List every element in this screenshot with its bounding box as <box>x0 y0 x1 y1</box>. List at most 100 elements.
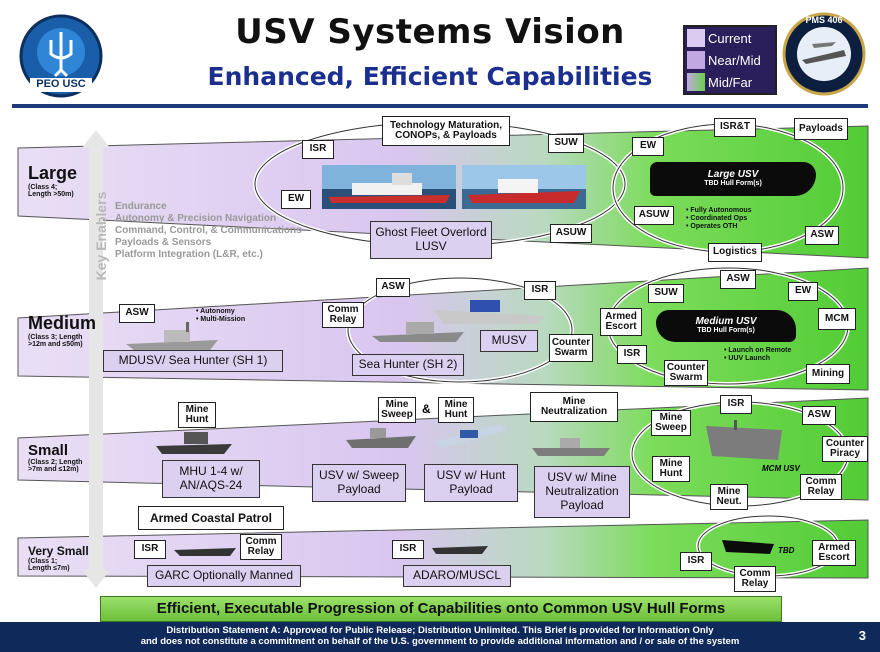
small-mine-neutralization-label: Mine Neutralization <box>530 392 618 422</box>
small-mine-sweep2-label: Mine Sweep <box>651 410 691 436</box>
medium-usv-silhouette: Medium USV TBD Hull Form(s) <box>656 310 796 342</box>
medium-mcm-label: MCM <box>818 308 856 330</box>
large-isr-label: ISR <box>302 140 334 159</box>
small-comm-relay-label: Comm Relay <box>800 474 842 500</box>
mcm-usv-photo <box>704 420 784 472</box>
garc-label: GARC Optionally Manned <box>147 565 301 587</box>
small-mine-hunt2-label: Mine Hunt <box>438 397 474 423</box>
hunt-usv-photo <box>430 418 510 448</box>
musv-label: MUSV <box>480 330 538 352</box>
neutralization-usv-photo <box>530 430 616 458</box>
neutralization-payload-label: USV w/ Mine Neutralization Payload <box>534 466 630 518</box>
axis-label-key-enablers: Key Enablers <box>93 191 109 281</box>
enabler-item: Command, Control, & Communications <box>115 225 302 236</box>
sweep-payload-label: USV w/ Sweep Payload <box>312 464 406 502</box>
peo-usc-logo-text: PEO USC <box>36 78 86 90</box>
small-and-symbol: & <box>422 402 431 416</box>
sea-hunter-sh2-photo <box>370 316 466 344</box>
ghost-fleet-ship-photo-2 <box>462 165 586 209</box>
vsmall-isr-label: ISR <box>134 540 166 559</box>
small-mine-sweep-label: Mine Sweep <box>378 397 416 423</box>
garc-photo <box>172 538 238 558</box>
medium-asw-label: ASW <box>119 304 155 323</box>
vsmall-comm-relay-label: Comm Relay <box>240 534 282 560</box>
large-ew2-label: EW <box>632 137 664 156</box>
medium-asw2-label: ASW <box>376 278 410 297</box>
small-mine-hunt3-label: Mine Hunt <box>652 456 690 482</box>
vsmall-isr2-label: ISR <box>392 540 424 559</box>
legend-item-nearmid: Near/Mid <box>685 49 775 71</box>
class-label-medium: Medium (Class 3; Length >12m and ≤50m) <box>28 313 97 348</box>
progression-banner: Efficient, Executable Progression of Cap… <box>100 596 782 622</box>
footer-line-1: Distribution Statement A: Approved for P… <box>166 625 714 636</box>
medium-usv-bullets: • Launch on Remote• UUV Launch <box>724 347 792 362</box>
class-label-large: Large (Class 4; Length >50m) <box>28 163 78 198</box>
mhu-photo <box>154 426 234 456</box>
mcm-usv-caption: MCM USV <box>762 464 800 473</box>
enablers-list: Endurance Autonomy & Precision Navigatio… <box>115 201 302 261</box>
large-tech-label: Technology Maturation, CONOPs, & Payload… <box>382 116 510 146</box>
large-ew-label: EW <box>281 190 311 209</box>
large-asuw-label: ASUW <box>550 224 592 243</box>
pms-406-logo: PMS 406 <box>782 12 866 96</box>
pms-406-logo-text: PMS 406 <box>805 15 843 25</box>
medium-ew-label: EW <box>788 282 818 301</box>
footer-line-2: and does not constitute a commitment on … <box>140 636 740 647</box>
medium-counter-swarm-label: Counter Swarm <box>549 334 593 362</box>
vsmall-comm-relay2-label: Comm Relay <box>734 566 776 592</box>
legend-item-midfar: Mid/Far <box>685 71 775 93</box>
medium-suw-label: SUW <box>648 284 684 303</box>
page-number: 3 <box>858 628 866 643</box>
slide-header: PEO USC USV Systems Vision Enhanced, Eff… <box>0 0 880 108</box>
vsmall-isr3-label: ISR <box>680 552 712 571</box>
large-payloads-label: Payloads <box>794 118 848 140</box>
legend: Current Near/Mid Mid/Far <box>683 25 777 95</box>
large-usv-bullets: • Fully Autonomous• Coordinated Ops• Ope… <box>686 207 752 230</box>
legend-item-current: Current <box>685 27 775 49</box>
hunt-payload-label: USV w/ Hunt Payload <box>424 464 518 502</box>
medium-counter-swarm2-label: Counter Swarm <box>664 360 708 386</box>
mdusv-label: MDUSV/ Sea Hunter (SH 1) <box>103 350 283 372</box>
page-subtitle: Enhanced, Efficient Capabilities <box>207 62 653 91</box>
large-suw-label: SUW <box>548 134 584 153</box>
small-asw-label: ASW <box>802 406 836 425</box>
small-counter-piracy-label: Counter Piracy <box>822 436 868 462</box>
sea-hunter-sh2-label: Sea Hunter (SH 2) <box>352 354 464 376</box>
sea-hunter-sh1-photo <box>124 322 220 352</box>
musv-photo <box>430 296 550 326</box>
ghost-fleet-label: Ghost Fleet Overlord LUSV <box>370 221 492 259</box>
medium-armed-escort-label: Armed Escort <box>600 308 642 336</box>
peo-usc-logo: PEO USC <box>14 14 108 98</box>
medium-asw3-label: ASW <box>720 270 756 289</box>
class-label-very-small: Very Small (Class 1; Length ≤7m) <box>28 544 89 572</box>
distribution-footer: Distribution Statement A: Approved for P… <box>0 622 880 652</box>
medium-autonomy-bullets: • Autonomy• Multi-Mission <box>196 308 246 323</box>
enabler-item: Autonomy & Precision Navigation <box>115 213 277 224</box>
mhu-label: MHU 1-4 w/ AN/AQS-24 <box>162 460 260 498</box>
enabler-item: Endurance <box>115 201 167 212</box>
sweep-usv-photo <box>344 424 418 450</box>
small-isr-label: ISR <box>720 395 752 414</box>
adaro-label: ADARO/MUSCL <box>403 565 511 587</box>
large-isrt-label: ISR&T <box>714 118 756 137</box>
adaro-photo <box>430 540 490 556</box>
medium-isr2-label: ISR <box>617 345 647 364</box>
vsmall-armed-escort-label: Armed Escort <box>812 540 856 566</box>
medium-mining-label: Mining <box>806 364 850 384</box>
medium-isr-label: ISR <box>524 281 556 300</box>
vsmall-tbd-silhouette <box>720 536 776 556</box>
large-asuw2-label: ASUW <box>634 206 674 225</box>
ghost-fleet-ship-photo-1 <box>322 165 456 209</box>
enabler-item: Platform Integration (L&R, etc.) <box>115 249 263 260</box>
small-mine-hunt-label: Mine Hunt <box>178 402 216 428</box>
medium-comm-relay-label: Comm Relay <box>322 302 364 328</box>
page-title: USV Systems Vision <box>235 12 625 52</box>
class-label-small: Small (Class 2; Length >7m and ≤12m) <box>28 442 83 473</box>
armed-coastal-patrol-label: Armed Coastal Patrol <box>138 506 284 530</box>
large-usv-silhouette: Large USV TBD Hull Form(s) <box>650 162 816 196</box>
large-logistics-label: Logistics <box>708 243 762 262</box>
small-mine-neut-label: Mine Neut. <box>710 484 748 510</box>
vsmall-tbd-caption: TBD <box>778 546 795 555</box>
enabler-item: Payloads & Sensors <box>115 237 212 248</box>
large-asw-label: ASW <box>805 226 839 245</box>
